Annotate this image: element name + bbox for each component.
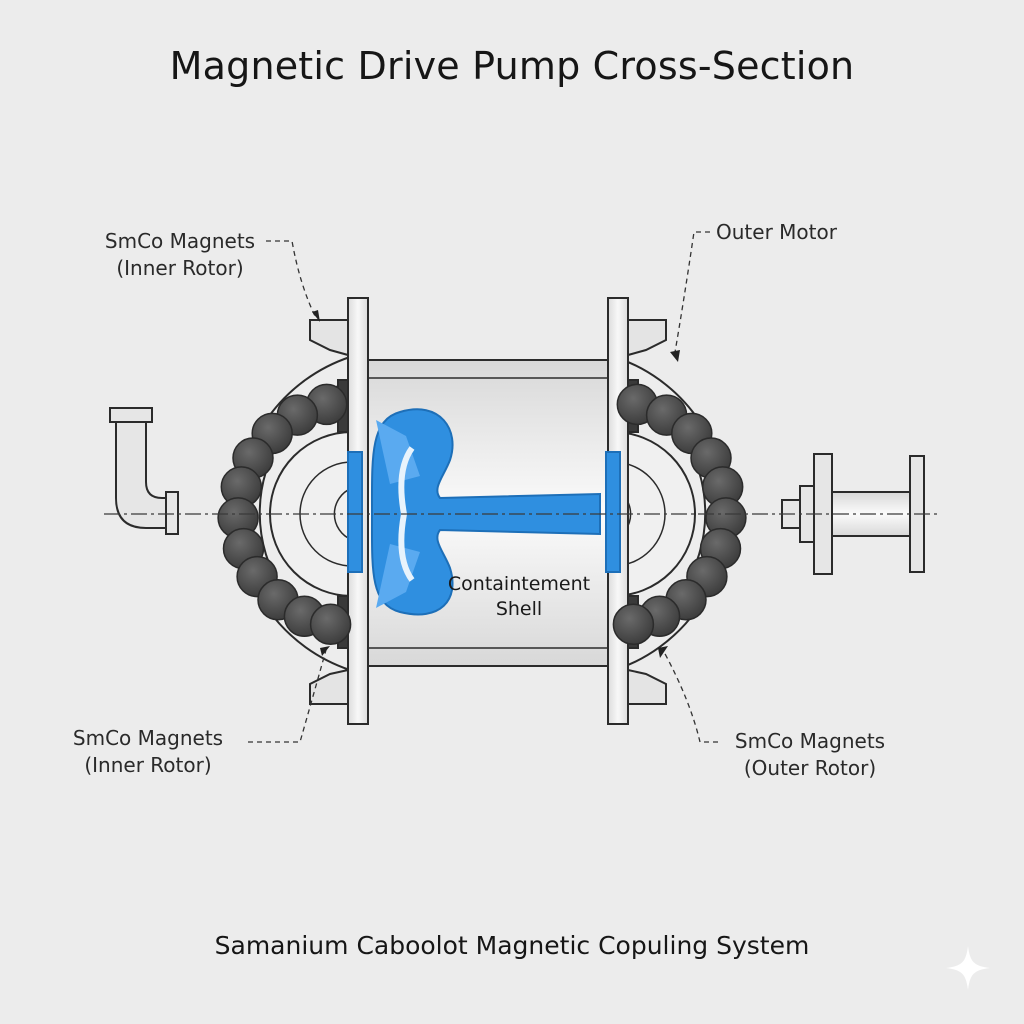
leader-arrowheads bbox=[312, 310, 680, 658]
diagram-title: Magnetic Drive Pump Cross-Section bbox=[169, 44, 855, 88]
label-smco-outer-bottom: SmCo Magnets (Outer Rotor) bbox=[734, 729, 886, 780]
label-containment-shell: Containtement Shell bbox=[447, 573, 591, 620]
sparkle-icon bbox=[946, 946, 990, 990]
left-magnet-11 bbox=[309, 603, 352, 646]
smco-magnet-ring bbox=[217, 383, 747, 646]
impeller bbox=[347, 408, 621, 616]
label-smco-inner-top: SmCo Magnets (Inner Rotor) bbox=[104, 229, 256, 280]
right-flange-step-bottom bbox=[627, 668, 667, 705]
inlet-pipe bbox=[109, 407, 179, 535]
label-outer-motor: Outer Motor bbox=[716, 220, 837, 244]
left-flange-step-bottom bbox=[309, 668, 349, 705]
diagram-caption: Samanium Caboolot Magnetic Copuling Syst… bbox=[214, 931, 810, 960]
right-magnet-11 bbox=[612, 603, 655, 646]
right-flange-step-top bbox=[627, 319, 667, 357]
leader-lines bbox=[248, 231, 718, 743]
left-flange-step-top bbox=[309, 319, 349, 357]
label-smco-inner-bottom: SmCo Magnets (Inner Rotor) bbox=[72, 726, 224, 777]
